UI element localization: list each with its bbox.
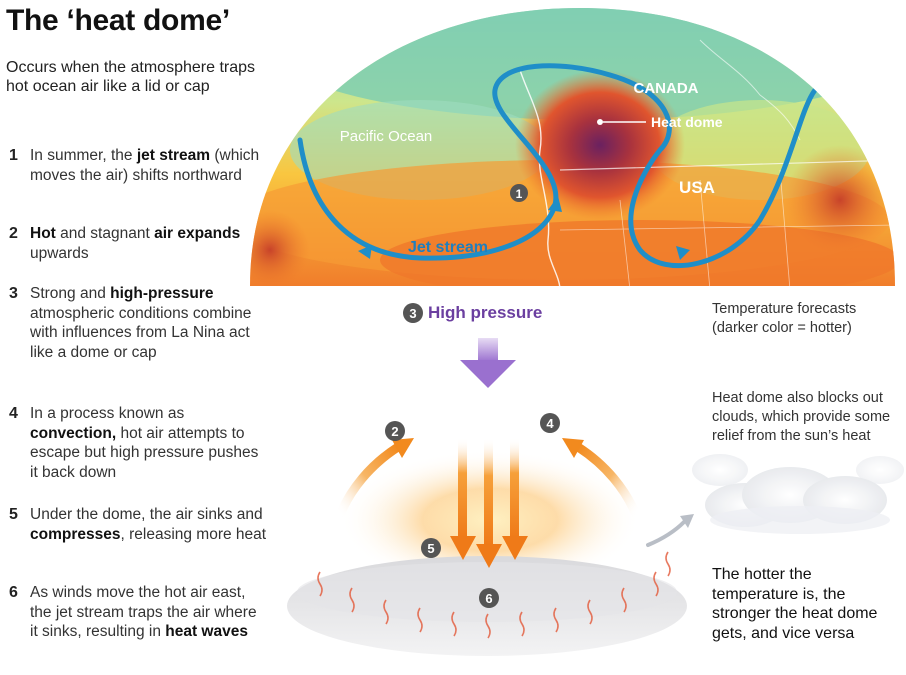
marker-5: 5 bbox=[421, 538, 441, 558]
marker-1: 1 bbox=[510, 184, 528, 202]
rising-air-arrow-right bbox=[562, 438, 641, 520]
step-number: 2 bbox=[9, 225, 18, 242]
step-text: Hot and stagnant air expands upwards bbox=[30, 224, 268, 263]
step-text: In summer, the jet stream (which moves t… bbox=[30, 146, 268, 185]
cloud-icons bbox=[692, 454, 904, 534]
step-text-part: In summer, the bbox=[30, 147, 137, 164]
map-label-pacific-ocean: Pacific Ocean bbox=[340, 128, 433, 145]
step-text-part: (which moves the air) shifts northward bbox=[30, 147, 260, 184]
step-text-bold: Hot bbox=[30, 225, 56, 242]
step-number: 1 bbox=[9, 147, 18, 164]
step-text-bold: jet stream bbox=[136, 147, 211, 164]
step-number: 4 bbox=[9, 405, 18, 422]
sinking-air-arrows bbox=[450, 438, 528, 568]
step-3: 3 Strong and high-pressure atmospheric c… bbox=[6, 284, 268, 362]
step-1: 1 In summer, the jet stream (which moves… bbox=[6, 146, 268, 185]
svg-text:3: 3 bbox=[409, 306, 416, 321]
marker-4: 4 bbox=[540, 413, 560, 433]
map-label-heat-dome: Heat dome bbox=[651, 114, 723, 130]
heat-waves-icons bbox=[317, 551, 671, 639]
svg-text:2: 2 bbox=[391, 424, 398, 439]
step-number: 3 bbox=[9, 285, 18, 302]
map-label-jet-stream: Jet stream bbox=[408, 239, 488, 256]
marker-2: 2 bbox=[385, 421, 405, 441]
step-number: 5 bbox=[9, 506, 18, 523]
step-text: Strong and high-pressure atmospheric con… bbox=[30, 284, 268, 362]
step-text-part: As winds move the hot air east, the jet … bbox=[30, 584, 257, 640]
marker-3: 3 bbox=[403, 303, 423, 323]
svg-text:1: 1 bbox=[516, 187, 523, 201]
step-text-part: Strong and bbox=[30, 285, 111, 302]
map-label-canada: CANADA bbox=[634, 80, 699, 97]
step-text-bold: convection, bbox=[30, 424, 117, 442]
step-text: In a process known as convection, hot ai… bbox=[30, 404, 268, 482]
page-title: The ‘heat dome’ bbox=[6, 4, 230, 37]
step-text-bold: compresses bbox=[30, 525, 121, 543]
closing-note: The hotter the temperature is, the stron… bbox=[712, 566, 878, 642]
step-text-part: In a process known as bbox=[30, 405, 185, 422]
step-text-part: upwards bbox=[30, 244, 89, 262]
svg-text:6: 6 bbox=[485, 591, 492, 606]
svg-text:4: 4 bbox=[546, 416, 554, 431]
step-text-part: atmospheric conditions combine with infl… bbox=[30, 304, 252, 361]
step-number: 6 bbox=[9, 584, 18, 601]
step-text-bold: high-pressure bbox=[110, 285, 214, 302]
step-2: 2 Hot and stagnant air expands upwards bbox=[6, 224, 268, 263]
step-text-part: hot air attempts to escape but high pres… bbox=[30, 424, 259, 481]
clouds-note: Heat dome also blocks out clouds, which … bbox=[712, 390, 891, 444]
step-text: As winds move the hot air east, the jet … bbox=[30, 583, 268, 642]
step-text-part: and stagnant bbox=[55, 225, 155, 242]
temperature-map bbox=[250, 8, 895, 286]
step-text-bold: heat waves bbox=[165, 623, 248, 640]
step-5: 5 Under the dome, the air sinks and comp… bbox=[6, 505, 268, 544]
jet-stream-path bbox=[297, 63, 818, 268]
high-pressure-label: High pressure bbox=[428, 303, 543, 322]
map-label-usa: USA bbox=[679, 178, 715, 197]
step-text: Under the dome, the air sinks and compre… bbox=[30, 505, 268, 544]
forecast-note: Temperature forecasts (darker color = ho… bbox=[712, 301, 857, 336]
rising-air-arrow-left bbox=[335, 438, 414, 520]
step-6: 6 As winds move the hot air east, the je… bbox=[6, 583, 268, 642]
step-4: 4 In a process known as convection, hot … bbox=[6, 404, 268, 482]
step-text-part: Under the dome, the air sinks and bbox=[30, 506, 263, 523]
subtitle: Occurs when the atmosphere traps hot oce… bbox=[6, 59, 256, 95]
marker-6: 6 bbox=[479, 588, 499, 608]
step-text-bold: air expands bbox=[154, 225, 241, 242]
high-pressure-arrow bbox=[460, 338, 516, 388]
svg-text:5: 5 bbox=[427, 541, 434, 556]
blocked-arrow bbox=[646, 514, 694, 547]
step-text-part: , releasing more heat bbox=[120, 525, 267, 543]
